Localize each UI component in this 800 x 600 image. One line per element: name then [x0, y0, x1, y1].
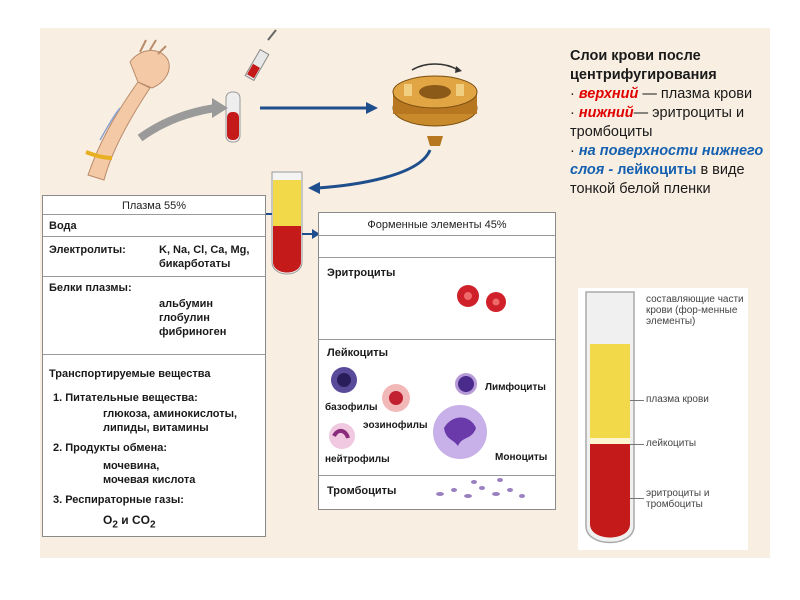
waste-label: 2. Продукты обмена:	[53, 442, 168, 454]
leukocytes-label: Лейкоциты	[327, 347, 388, 359]
central-tube-illustration	[271, 171, 303, 275]
item-lower: · нижний— эритроциты и тромбоциты	[570, 105, 745, 140]
platelets-drawing	[436, 478, 525, 498]
basophils-label: базофилы	[325, 402, 378, 413]
right-text-title: Слои крови после центрифугирования	[570, 48, 717, 83]
plasma-box-title: Плазма 55%	[121, 200, 187, 212]
lymphocytes-label: Лимфоциты	[485, 382, 546, 393]
nutrients-value-1: глюкоза, аминокислоты,	[103, 408, 238, 420]
neutrophils-label: нейтрофилы	[325, 454, 390, 465]
formed-box-title: Форменные элементы 45%	[367, 219, 507, 231]
electrolytes-label: Электролиты:	[49, 244, 126, 256]
item-upper: · верхний — плазма крови	[570, 86, 753, 102]
sample-tube-illustration	[225, 91, 241, 143]
eosinophil-drawing	[382, 384, 410, 412]
gray-arrow	[137, 104, 216, 142]
water-label: Вода	[49, 220, 77, 232]
composition-label: составляющие части крови (фор-менные эле…	[646, 294, 744, 327]
protein-fibrinogen: фибриноген	[159, 326, 227, 338]
nutrients-value-2: липиды, витамины	[103, 422, 209, 434]
erythrocytes-drawing	[457, 285, 506, 312]
plasma-label: плазма крови	[646, 394, 709, 405]
electrolytes-value-2: бикарботаты	[159, 258, 231, 270]
formed-elements-box: Форменные элементы 45% Эритроциты Лейкоц…	[318, 212, 556, 510]
electrolytes-value: K, Na, Cl, Ca, Mg,	[159, 244, 250, 256]
nutrients-label: 1. Питательные вещества:	[53, 392, 198, 404]
monocyte-drawing	[433, 405, 487, 459]
platelets-label: Тромбоциты	[327, 485, 397, 497]
layered-tube-illustration	[585, 291, 635, 544]
eosinophils-label: эозинофилы	[363, 420, 428, 431]
waste-value-2: мочевая кислота	[103, 474, 196, 486]
transport-label: Транспортируемые вещества	[49, 368, 211, 380]
lymphocyte-drawing	[455, 373, 477, 395]
item-surface: · на поверхности нижнего слоя - лейкоцит…	[570, 143, 764, 197]
right-text-block: Слои крови после центрифугирования · вер…	[570, 47, 770, 199]
protein-albumin: альбумин	[159, 298, 214, 310]
arm-illustration	[85, 39, 170, 181]
leukocytes-layer-label: лейкоциты	[646, 438, 697, 449]
plasma-box: Плазма 55% Вода Электролиты: K, Na, Cl, …	[42, 195, 266, 537]
protein-globulin: глобулин	[159, 312, 210, 324]
rbc-layer-label: эритроциты и тромбоциты	[646, 488, 710, 510]
centrifuge-illustration	[392, 63, 478, 146]
gases-formula: O2 и CO2	[103, 513, 156, 531]
basophil-drawing	[331, 367, 357, 393]
gases-label: 3. Респираторные газы:	[53, 494, 184, 506]
tube-diagram-panel: составляющие части крови (фор-менные эле…	[578, 288, 748, 550]
neutrophil-drawing	[329, 423, 355, 449]
erythrocytes-label: Эритроциты	[327, 267, 396, 279]
blue-arrow-curve	[317, 149, 432, 190]
waste-value-1: мочевина,	[103, 460, 160, 472]
proteins-label: Белки плазмы:	[49, 282, 132, 294]
monocytes-label: Моноциты	[495, 452, 548, 463]
syringe-illustration	[244, 29, 277, 82]
